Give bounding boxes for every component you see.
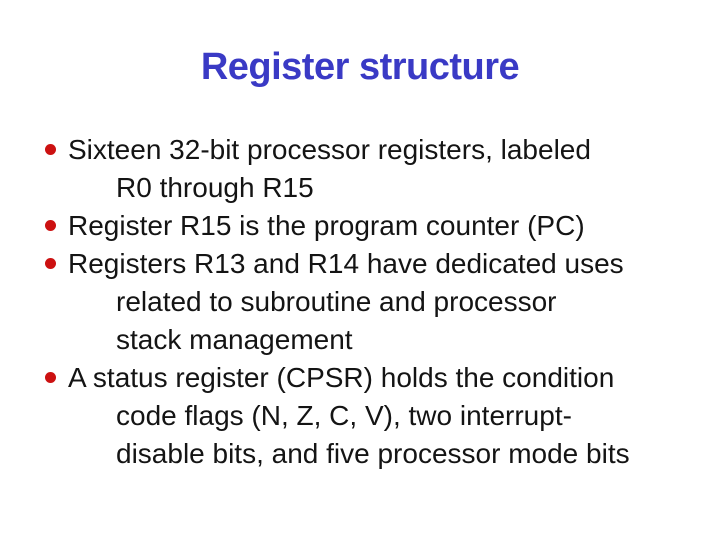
bullet-line: A status register (CPSR) holds the condi…	[45, 359, 685, 397]
bullet-text: R0 through R15	[116, 172, 314, 203]
bullet-icon	[45, 257, 56, 269]
bullet-text: code flags (N, Z, C, V), two interrupt-	[116, 400, 572, 431]
bullet-text: disable bits, and five processor mode bi…	[116, 438, 630, 469]
bullet-icon	[45, 143, 56, 155]
bullet-icon	[45, 219, 56, 231]
bullet-line: Sixteen 32-bit processor registers, labe…	[45, 131, 685, 169]
bullet-line: Register R15 is the program counter (PC)	[45, 207, 685, 245]
slide-title: Register structure	[200, 46, 520, 88]
bullet-line-continuation: related to subroutine and processor	[45, 283, 685, 321]
bullet-text: Registers R13 and R14 have dedicated use…	[68, 248, 624, 279]
bullet-text: A status register (CPSR) holds the condi…	[68, 362, 615, 393]
bullet-line: Registers R13 and R14 have dedicated use…	[45, 245, 685, 283]
bullet-line-continuation: stack management	[45, 321, 685, 359]
bullet-text: Register R15 is the program counter (PC)	[68, 210, 585, 241]
bullet-text: Sixteen 32-bit processor registers, labe…	[68, 134, 591, 165]
bullet-text: stack management	[116, 324, 353, 355]
bullet-list: Sixteen 32-bit processor registers, labe…	[45, 131, 685, 473]
bullet-line-continuation: disable bits, and five processor mode bi…	[45, 435, 685, 473]
bullet-text: related to subroutine and processor	[116, 286, 557, 317]
bullet-icon	[45, 371, 56, 383]
bullet-line-continuation: R0 through R15	[45, 169, 685, 207]
bullet-line-continuation: code flags (N, Z, C, V), two interrupt-	[45, 397, 685, 435]
